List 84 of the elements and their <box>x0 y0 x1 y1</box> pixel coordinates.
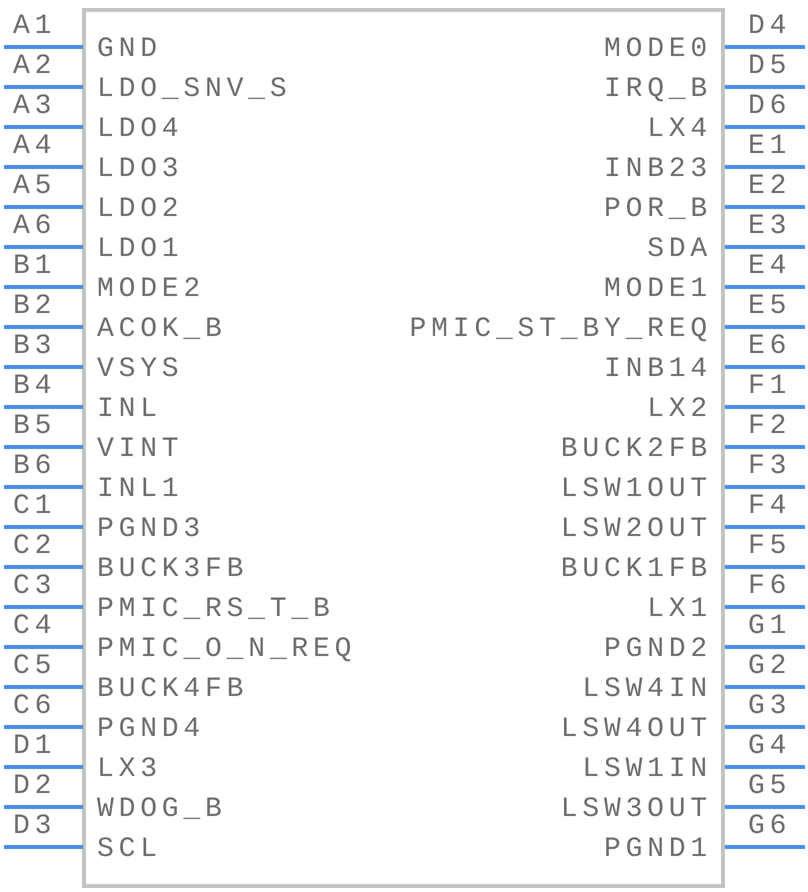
pin-name: LDO3 <box>97 156 184 184</box>
pin-name: LSW4IN <box>582 676 712 704</box>
pin-name: INL <box>97 396 162 424</box>
pin-number: A4 <box>13 133 56 161</box>
pin-number: F6 <box>748 573 792 601</box>
pin-number: A6 <box>13 213 56 241</box>
pin-name: IRQ_B <box>604 76 712 104</box>
pin-number: B1 <box>13 253 56 281</box>
pin-name: GND <box>97 36 162 64</box>
pin-name: ACOK_B <box>97 316 227 344</box>
pin-number: B5 <box>13 413 56 441</box>
pin-name: LSW1OUT <box>560 476 712 504</box>
pin-number: F2 <box>748 413 792 441</box>
pin-number: B4 <box>13 373 56 401</box>
pin-name: SCL <box>97 836 162 864</box>
pin-number: F5 <box>748 533 792 561</box>
pin-name: LSW3OUT <box>560 796 712 824</box>
pin-number: D1 <box>13 733 56 761</box>
pin-name: BUCK1FB <box>560 556 712 584</box>
pin-number: G1 <box>748 613 792 641</box>
pin-number: E1 <box>748 133 792 161</box>
pin-name: PGND2 <box>604 636 712 664</box>
pin-name: BUCK3FB <box>97 556 248 584</box>
pin-number: A2 <box>13 53 56 81</box>
pin-name: PMIC_RS_T_B <box>97 596 335 624</box>
pin-number: C1 <box>13 493 56 521</box>
pin-name: LDO4 <box>97 116 184 144</box>
pin-number: C5 <box>13 653 56 681</box>
pin-number: G2 <box>748 653 792 681</box>
pin-number: E4 <box>748 253 792 281</box>
pin-name: PMIC_O_N_REQ <box>97 636 356 664</box>
pin-name: MODE0 <box>604 36 712 64</box>
pin-name: VSYS <box>97 356 184 384</box>
pin-number: G6 <box>748 813 792 841</box>
pin-number: C2 <box>13 533 56 561</box>
pin-name: MODE1 <box>604 276 712 304</box>
pin-number: G4 <box>748 733 792 761</box>
pin-name: INL1 <box>97 476 184 504</box>
pin-number: E2 <box>748 173 792 201</box>
pin-number: C6 <box>13 693 56 721</box>
pin-number: F3 <box>748 453 792 481</box>
pin-name: PGND3 <box>97 516 206 544</box>
pin-name: LX1 <box>647 596 712 624</box>
pin-name: LDO2 <box>97 196 184 224</box>
pin-name: LX2 <box>647 396 712 424</box>
pin-name: VINT <box>97 436 184 464</box>
pin-number: D5 <box>748 53 792 81</box>
pin-name: LX3 <box>97 756 162 784</box>
pin-number: C4 <box>13 613 56 641</box>
pin-number: E3 <box>748 213 792 241</box>
pin-number: A3 <box>13 93 56 121</box>
pin-name: PGND4 <box>97 716 206 744</box>
pin-number: F1 <box>748 373 792 401</box>
pin-number: A5 <box>13 173 56 201</box>
pin-name: PGND1 <box>604 836 712 864</box>
pin-name: BUCK2FB <box>560 436 712 464</box>
pin-name: LDO1 <box>97 236 184 264</box>
pin-number: D2 <box>13 773 56 801</box>
pin-number: D4 <box>748 13 792 41</box>
pin-name: LSW4OUT <box>560 716 712 744</box>
pin-number: F4 <box>748 493 792 521</box>
pin-number: G5 <box>748 773 792 801</box>
pin-number: B2 <box>13 293 56 321</box>
pin-number: A1 <box>13 13 56 41</box>
pin-name: INB14 <box>604 356 712 384</box>
pin-name: LX4 <box>647 116 712 144</box>
pin-name: WDOG_B <box>97 796 227 824</box>
pin-name: LSW1IN <box>582 756 712 784</box>
pin-number: E5 <box>748 293 792 321</box>
pin-name: BUCK4FB <box>97 676 248 704</box>
pin-name: LDO_SNV_S <box>97 76 292 104</box>
pin-number: D6 <box>748 93 792 121</box>
pin-name: PMIC_ST_BY_REQ <box>410 316 712 344</box>
pin-number: C3 <box>13 573 56 601</box>
pin-number: G3 <box>748 693 792 721</box>
pin-name: INB23 <box>604 156 712 184</box>
pin-name: POR_B <box>604 196 712 224</box>
pin-name: SDA <box>647 236 712 264</box>
pin-number: B6 <box>13 453 56 481</box>
pin-number: E6 <box>748 333 792 361</box>
pin-number: B3 <box>13 333 56 361</box>
pin-name: LSW2OUT <box>560 516 712 544</box>
pin-name: MODE2 <box>97 276 206 304</box>
pin-number: D3 <box>13 813 56 841</box>
